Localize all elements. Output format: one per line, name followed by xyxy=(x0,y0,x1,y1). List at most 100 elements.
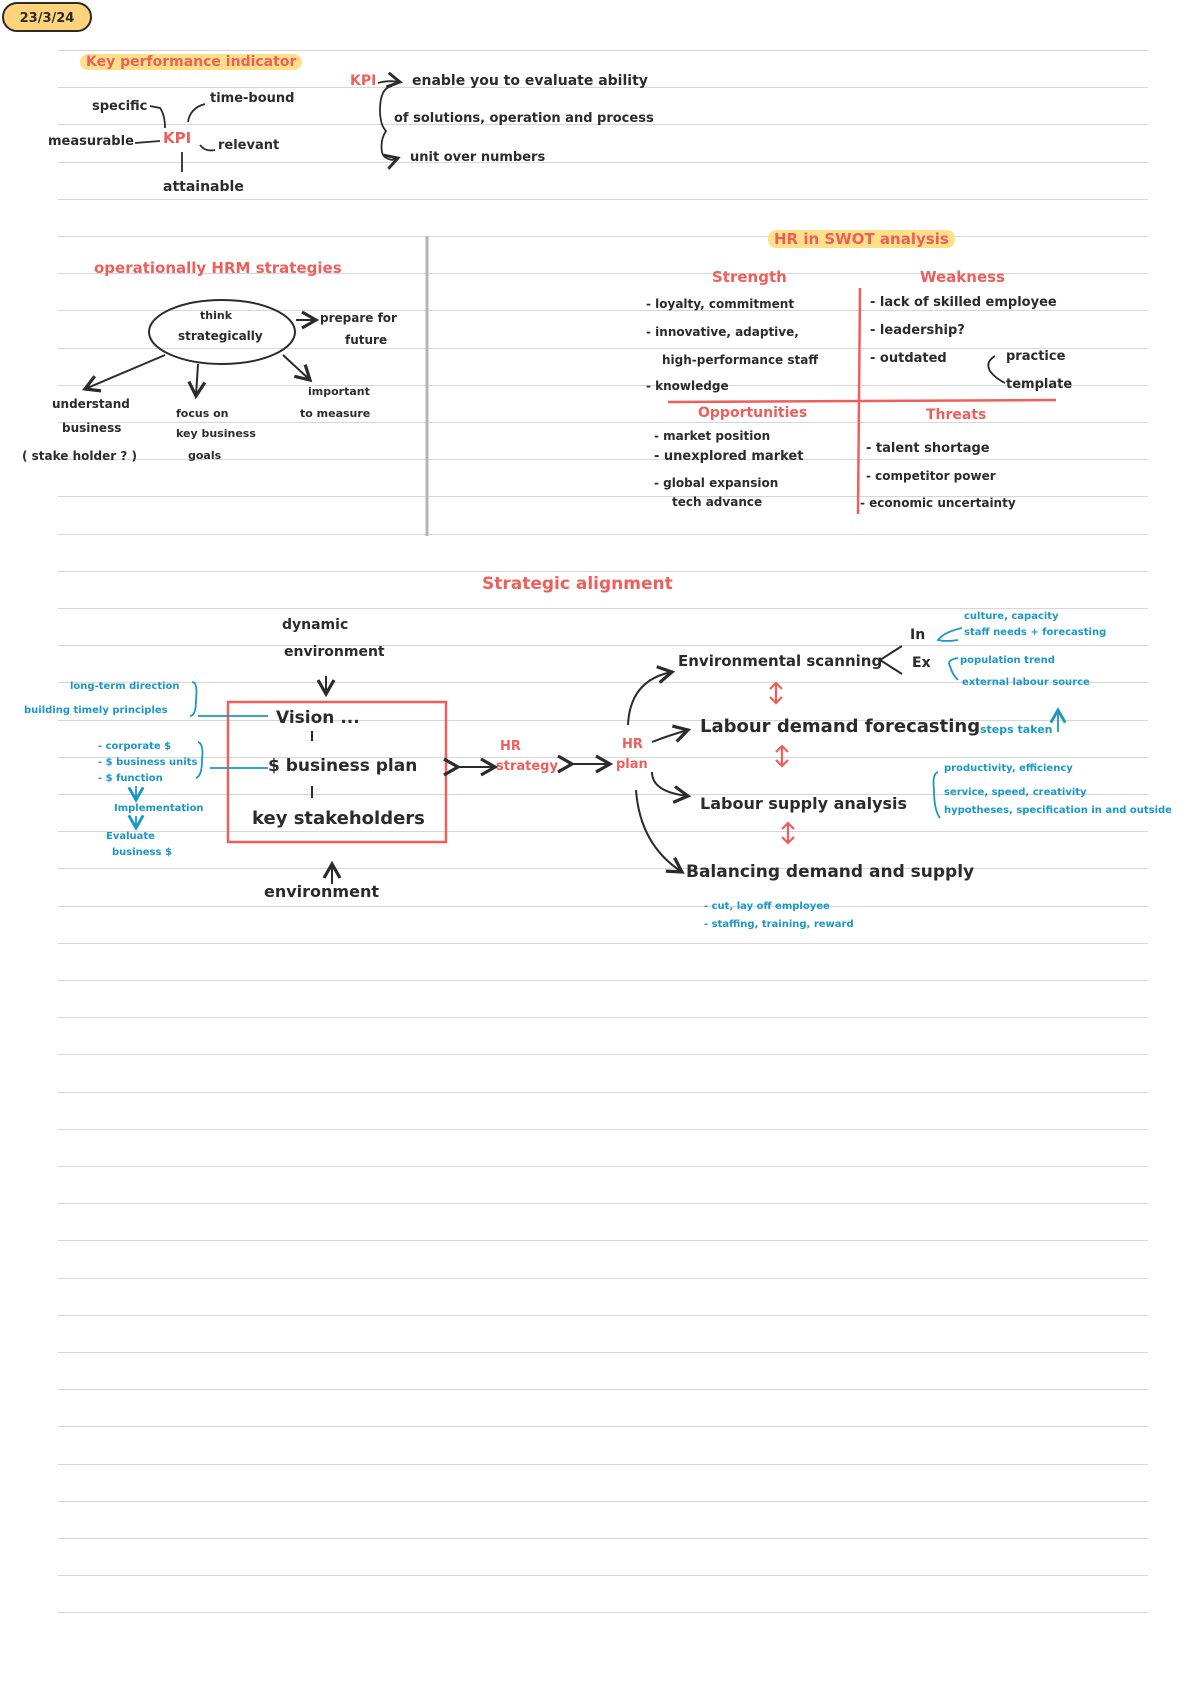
ruled-line xyxy=(58,348,1148,349)
balancing-demand-supply: Balancing demand and supply xyxy=(686,862,975,882)
labour-supply-analysis: Labour supply analysis xyxy=(700,794,908,813)
hrm-center-line1: think xyxy=(200,309,233,322)
labour-demand-note: steps taken xyxy=(980,723,1053,736)
kpi-heading: Key performance indicator xyxy=(80,54,303,70)
balance-note-2: - staffing, training, reward xyxy=(704,919,854,930)
ex-note-2: external labour source xyxy=(962,677,1090,688)
left-list-3: - $ function xyxy=(98,773,163,784)
box-business-plan: $ business plan xyxy=(268,756,418,776)
swot-heading: HR in SWOT analysis xyxy=(768,230,955,248)
hr-strategy-line2: strategy xyxy=(496,759,558,774)
hr-plan-line2: plan xyxy=(616,757,648,772)
ruled-line xyxy=(58,1612,1148,1613)
ruled-line xyxy=(58,1129,1148,1130)
hrm-heading: operationally HRM strategies xyxy=(94,259,342,277)
hrm-understand-line1: understand xyxy=(52,397,130,411)
scanning-ex-label: Ex xyxy=(912,655,931,671)
ruled-line xyxy=(58,1017,1148,1018)
swot-strength-1: - loyalty, commitment xyxy=(646,297,795,311)
left-list-1: - corporate $ xyxy=(98,741,172,752)
swot-weakness-3: - outdated xyxy=(870,351,947,366)
red-flow-arrows xyxy=(769,681,795,845)
ruled-line xyxy=(58,162,1148,163)
kpi-attainable: attainable xyxy=(163,179,244,195)
swot-strength-4: - knowledge xyxy=(646,379,729,393)
ruled-line xyxy=(58,1426,1148,1427)
ruled-line xyxy=(58,868,1148,869)
swot-grid xyxy=(667,287,1057,515)
hrm-prepare-line1: prepare for xyxy=(320,311,397,325)
hrm-connectors xyxy=(82,299,320,400)
hrm-important-line1: important xyxy=(308,385,370,398)
date-text: 23/3/24 xyxy=(19,11,75,26)
ruled-line xyxy=(58,1315,1148,1316)
ruled-line xyxy=(58,1240,1148,1241)
swot-opportunity-4: tech advance xyxy=(672,495,763,509)
alignment-connectors xyxy=(311,645,903,884)
kpi-definition-line3: unit over numbers xyxy=(410,150,546,165)
ruled-line xyxy=(58,831,1148,832)
swot-strength-3: high-performance staff xyxy=(662,353,819,367)
dynamic-line1: dynamic xyxy=(282,617,349,633)
kpi-measurable: measurable xyxy=(48,134,134,149)
kpi-specific: specific xyxy=(92,99,148,114)
alignment-heading: Strategic alignment xyxy=(482,574,673,594)
scanning-in-label: In xyxy=(910,627,926,643)
hrm-understand-line2: business xyxy=(62,421,122,435)
swot-opportunities-title: Opportunities xyxy=(698,405,808,421)
swot-strength-2: - innovative, adaptive, xyxy=(646,325,799,339)
supply-note-2: service, speed, creativity xyxy=(944,787,1087,798)
supply-note-3: hypotheses, specification in and outside xyxy=(944,805,1172,816)
blue-annotation-strokes xyxy=(127,627,1067,831)
ruled-line xyxy=(58,1203,1148,1204)
ruled-line xyxy=(58,1166,1148,1167)
box-key-stakeholders: key stakeholders xyxy=(252,808,425,829)
ruled-line xyxy=(58,124,1148,125)
hrm-focus-line1: focus on xyxy=(176,407,229,420)
ruled-line xyxy=(58,273,1148,274)
kpi-definition-line1: enable you to evaluate ability xyxy=(412,73,648,89)
ruled-line xyxy=(58,50,1148,51)
labour-demand-forecasting: Labour demand forecasting xyxy=(700,716,981,737)
swot-weakness-1: - lack of skilled employee xyxy=(870,295,1057,310)
ruled-line xyxy=(58,310,1148,311)
ruled-line xyxy=(58,496,1148,497)
hrm-focus-line3: goals xyxy=(188,449,222,462)
swot-threat-3: - economic uncertainty xyxy=(860,496,1016,510)
kpi-definition-line2: of solutions, operation and process xyxy=(394,111,654,126)
swot-opportunity-3: - global expansion xyxy=(654,476,779,490)
kpi-time-bound: time-bound xyxy=(210,91,295,106)
outdated-bracket xyxy=(987,355,1006,384)
ruled-line xyxy=(58,682,1148,683)
hr-strategy-line1: HR xyxy=(500,739,521,754)
ruled-line xyxy=(58,906,1148,907)
hr-plan-line1: HR xyxy=(622,737,643,752)
ruled-line xyxy=(58,1464,1148,1465)
ruled-line xyxy=(58,1278,1148,1279)
swot-threats-title: Threats xyxy=(926,407,987,423)
box-vision: Vision ... xyxy=(276,708,360,728)
ruled-line xyxy=(58,1501,1148,1502)
hrm-prepare-line2: future xyxy=(345,333,388,347)
swot-weakness-2: - leadership? xyxy=(870,323,965,338)
ruled-line xyxy=(58,571,1148,572)
swot-weakness-3a: practice xyxy=(1006,349,1066,364)
hrm-understand-line3: ( stake holder ? ) xyxy=(22,449,137,463)
kpi-relevant: relevant xyxy=(218,138,280,153)
kpi-connectors xyxy=(134,103,216,172)
date-badge: 23/3/24 xyxy=(2,2,92,32)
ruled-line xyxy=(58,199,1148,200)
in-note-1: culture, capacity xyxy=(964,611,1059,622)
left-evaluate-2: business $ xyxy=(112,847,172,858)
ruled-line xyxy=(58,645,1148,646)
ruled-line xyxy=(58,459,1148,460)
hrm-focus-line2: key business xyxy=(176,427,256,440)
kpi-definition-label: KPI xyxy=(350,73,377,89)
ruled-line xyxy=(58,1352,1148,1353)
hrm-important-line2: to measure xyxy=(300,407,371,420)
ruled-line xyxy=(58,720,1148,721)
swot-strength-title: Strength xyxy=(712,268,787,286)
ex-note-1: population trend xyxy=(960,655,1055,666)
ruled-line xyxy=(58,1054,1148,1055)
